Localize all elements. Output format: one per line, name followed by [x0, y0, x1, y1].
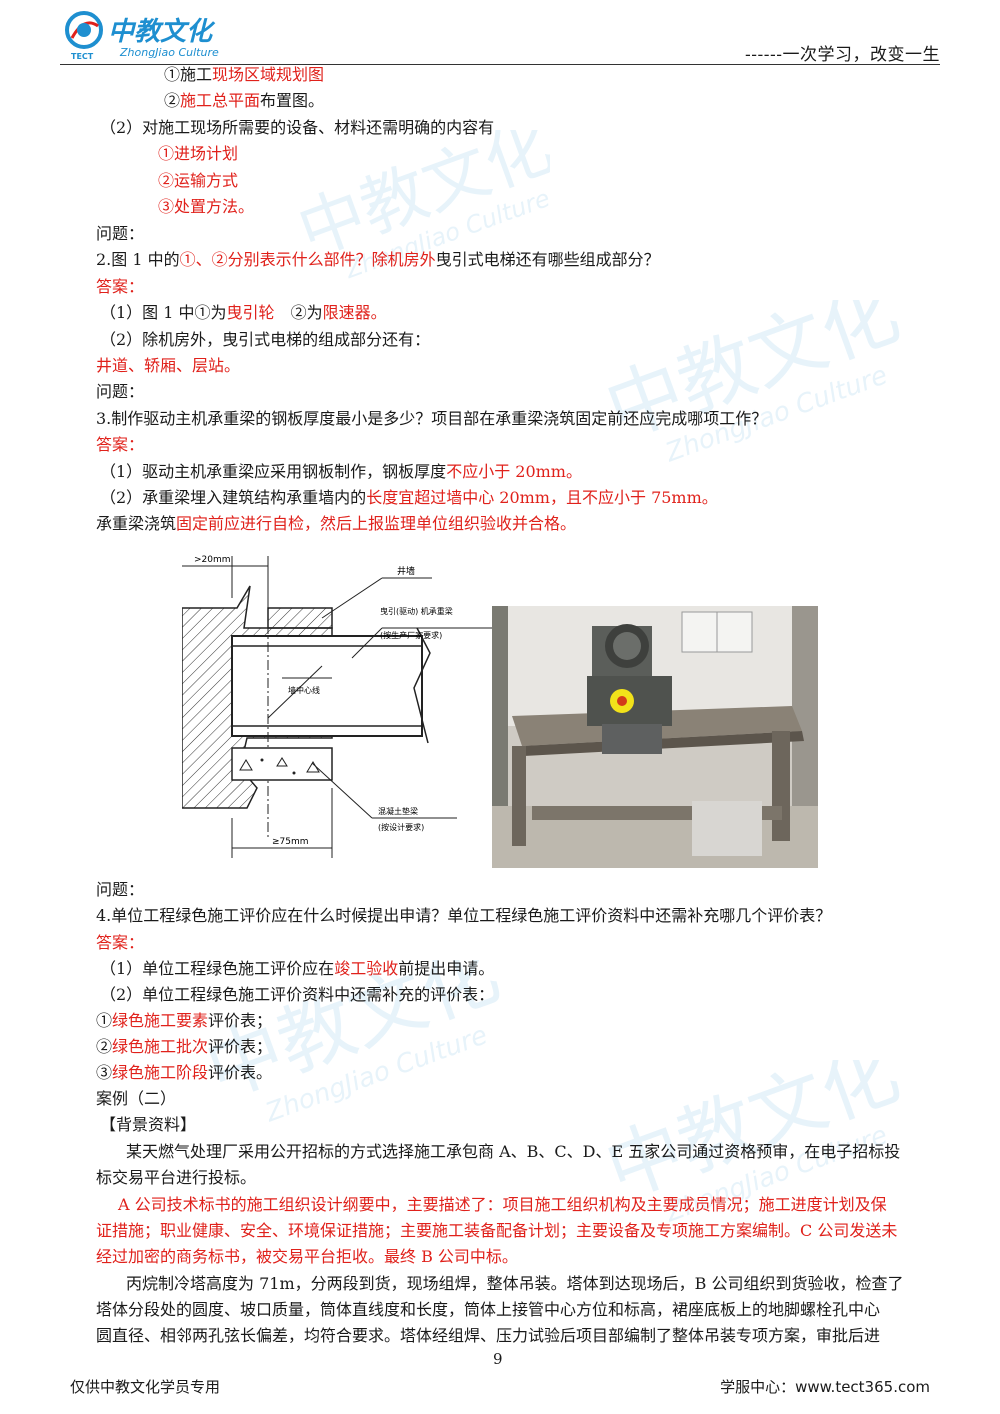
footer-website: 学服中心：www.tect365.com: [720, 1378, 930, 1396]
paragraph-line: 丙烷制冷塔高度为 71m，分两段到货，现场组焊，整体吊装。塔体到达现场后，B 公…: [126, 1274, 904, 1293]
text-line: （1）单位工程绿色施工评价应在竣工验收前提出申请。: [100, 959, 495, 978]
text-line: 承重梁浇筑固定前应进行自检，然后上报监理单位组织验收并合格。: [96, 514, 577, 533]
text-line: ③绿色施工阶段评价表。: [96, 1063, 273, 1082]
question-label: 问题：: [96, 880, 145, 899]
text-line: ①施工现场区域规划图: [164, 65, 325, 84]
text-line: （2）承重梁埋入建筑结构承重墙内的长度宜超过墙中心 20mm，且不应小于 75m…: [100, 488, 718, 507]
svg-text:ZhongJiao Culture: ZhongJiao Culture: [119, 46, 219, 59]
svg-text:TECT: TECT: [71, 52, 94, 61]
text-line: （2）对施工现场所需要的设备、材料还需明确的内容有: [100, 118, 495, 137]
answer-label: 答案：: [96, 277, 145, 296]
section-heading: 【背景资料】: [100, 1115, 197, 1134]
traction-machine-photo: [492, 606, 818, 868]
question-text: 3.制作驱动主机承重梁的钢板厚度最小是多少？项目部在承重梁浇筑固定前还应完成哪项…: [96, 409, 768, 428]
text-line: ②绿色施工批次评价表；: [96, 1037, 273, 1056]
text-line: ①进场计划: [158, 144, 239, 163]
text-line: ①绿色施工要素评价表；: [96, 1011, 273, 1030]
paragraph-line: 塔体分段处的圆度、坡口质量，筒体直线度和长度，筒体上接管中心方位和标高，裙座底板…: [96, 1300, 881, 1319]
svg-text:井墙: 井墙: [397, 565, 415, 577]
text-line: （2）单位工程绿色施工评价资料中还需补充的评价表：: [100, 985, 495, 1004]
svg-text:≥75mm: ≥75mm: [272, 837, 309, 847]
beam-embedding-drawing: >20mm ≥75mm 井墙 曳引(驱动) 机承重梁 (按生产厂家要求) 墙中心…: [182, 548, 492, 866]
question-label: 问题：: [96, 224, 145, 243]
svg-text:中教文化: 中教文化: [108, 17, 216, 47]
svg-text:墙中心线: 墙中心线: [288, 685, 320, 695]
question-label: 问题：: [96, 382, 145, 401]
svg-text:混凝土垫梁: 混凝土垫梁: [378, 806, 418, 816]
paragraph-line: A 公司技术标书的施工组织设计纲要中，主要描述了：项目施工组织机构及主要成员情况…: [118, 1195, 887, 1214]
paragraph-line: 标交易平台进行投标。: [96, 1168, 257, 1187]
text-line: 井道、轿厢、层站。: [96, 356, 241, 375]
paragraph-line: 证措施；职业健康、安全、环境保证措施；主要施工装备配备计划；主要设备及专项施工方…: [96, 1221, 898, 1240]
section-heading: 案例（二）: [96, 1089, 177, 1108]
company-logo: TECT 中教文化 ZhongJiao Culture: [65, 11, 219, 61]
svg-text:中教文化: 中教文化: [600, 300, 900, 455]
header-slogan: ------一次学习，改变一生: [745, 45, 940, 65]
text-line: （2）除机房外，曳引式电梯的组成部分还有：: [100, 330, 431, 349]
footer-note: 仅供中教文化学员专用: [70, 1378, 221, 1396]
text-line: （1）驱动主机承重梁应采用钢板制作，钢板厚度不应小于 20mm。: [100, 462, 582, 481]
paragraph-line: 某天燃气处理厂采用公开招标的方式选择施工承包商 A、B、C、D、E 五家公司通过…: [126, 1142, 901, 1161]
page-header: TECT 中教文化 ZhongJiao Culture ------一次学习，改…: [60, 6, 940, 65]
paragraph-line: 经过加密的商务标书，被交易平台拒收。最终 B 公司中标。: [96, 1247, 518, 1266]
watermark-logo: 中教文化 ZhongJiao Culture: [600, 300, 900, 469]
text-line: （1）图 1 中①为曳引轮 ②为限速器。: [100, 303, 387, 322]
paragraph-line: 圆直径、相邻两孔弦长偏差，均符合要求。塔体经组焊、压力试验后项目部编制了整体吊装…: [96, 1326, 881, 1345]
answer-label: 答案：: [96, 435, 145, 454]
svg-text:ZhongJiao Culture: ZhongJiao Culture: [261, 1020, 492, 1128]
question-text: 2.图 1 中的①、②分别表示什么部件？除机房外曳引式电梯还有哪些组成部分？: [96, 250, 660, 269]
svg-text:>20mm: >20mm: [194, 555, 231, 565]
text-line: ③处置方法。: [158, 197, 255, 216]
question-text: 4.单位工程绿色施工评价应在什么时候提出申请？单位工程绿色施工评价资料中还需补充…: [96, 906, 832, 925]
svg-text:中教文化: 中教文化: [600, 1060, 900, 1215]
svg-text:(按设计要求): (按设计要求): [378, 822, 424, 832]
page-number: 9: [493, 1350, 503, 1368]
answer-label: 答案：: [96, 933, 145, 952]
text-line: ②施工总平面布置图。: [164, 91, 325, 110]
text-line: ②运输方式: [158, 171, 239, 190]
svg-text:(按生产厂家要求): (按生产厂家要求): [380, 630, 442, 640]
svg-text:曳引(驱动) 机承重梁: 曳引(驱动) 机承重梁: [380, 606, 453, 616]
